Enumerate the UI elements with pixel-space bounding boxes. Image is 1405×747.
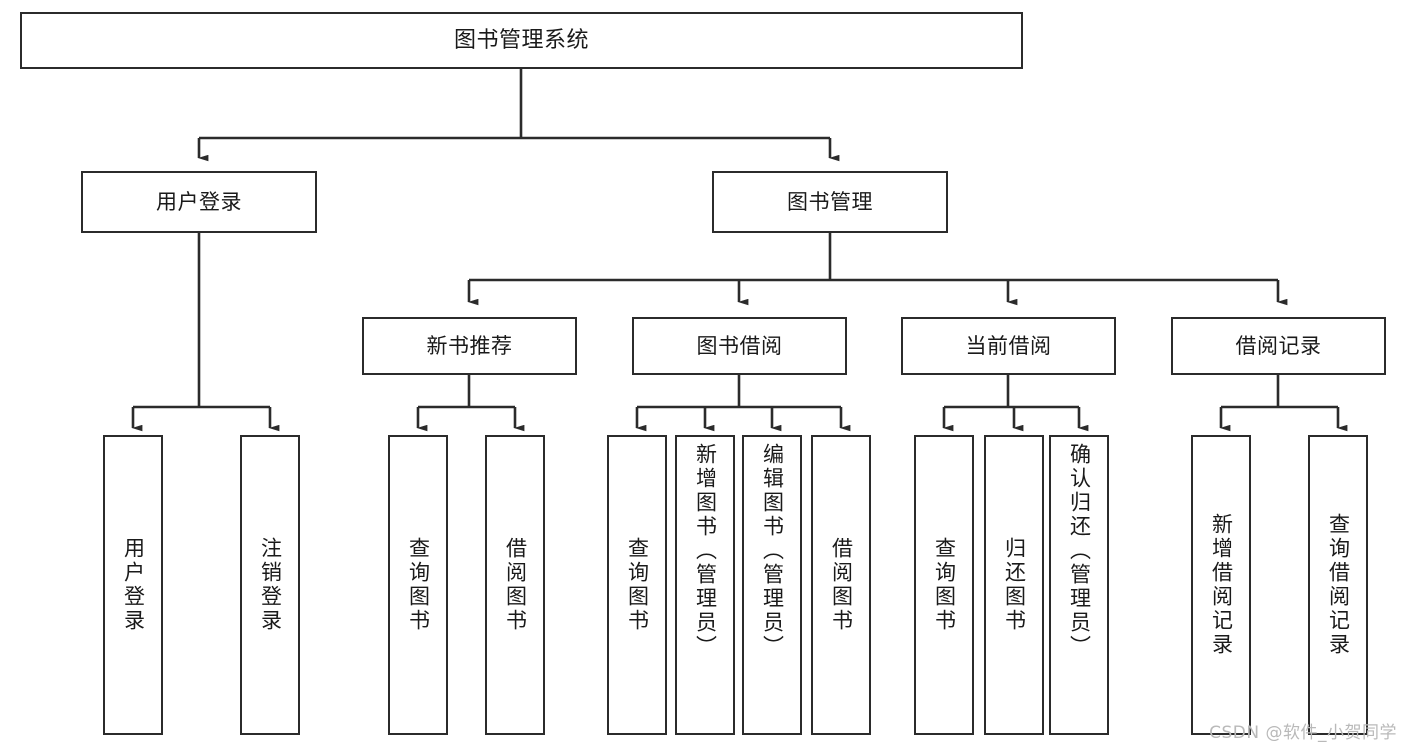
node-label: 新增借阅记录 [1209,513,1234,657]
node-borrow-record[interactable]: 借阅记录 [1171,317,1386,375]
leaf-return-book[interactable]: 归还图书 [984,435,1044,735]
leaf-query-book-current[interactable]: 查询图书 [914,435,974,735]
node-new-book-recommend[interactable]: 新书推荐 [362,317,577,375]
node-label: 借阅图书 [503,537,528,633]
node-label: 查询借阅记录 [1326,513,1351,657]
node-label: 编辑图书（管理员） [760,443,785,659]
node-label: 图书管理 [787,189,873,214]
node-label: 用户登录 [156,189,242,214]
node-book-management[interactable]: 图书管理 [712,171,948,233]
node-root-book-management-system[interactable]: 图书管理系统 [20,12,1023,69]
node-label: 归还图书 [1002,537,1027,633]
leaf-edit-book-admin[interactable]: 编辑图书（管理员） [742,435,802,735]
node-label: 确认归还（管理员） [1067,443,1092,659]
node-label: 借阅记录 [1235,333,1322,358]
leaf-query-book-borrow[interactable]: 查询图书 [607,435,667,735]
node-label: 查询图书 [406,537,431,633]
node-label: 新增图书（管理员） [693,443,718,659]
node-label: 图书管理系统 [453,27,589,53]
leaf-user-login[interactable]: 用户登录 [103,435,163,735]
node-label: 借阅图书 [829,537,854,633]
leaf-confirm-return-admin[interactable]: 确认归还（管理员） [1049,435,1109,735]
leaf-borrow-book-borrow[interactable]: 借阅图书 [811,435,871,735]
node-label: 图书借阅 [696,333,783,358]
node-label: 查询图书 [932,537,957,633]
leaf-add-borrow-record[interactable]: 新增借阅记录 [1191,435,1251,735]
leaf-query-borrow-record[interactable]: 查询借阅记录 [1308,435,1368,735]
leaf-add-book-admin[interactable]: 新增图书（管理员） [675,435,735,735]
node-current-borrow[interactable]: 当前借阅 [901,317,1116,375]
node-label: 新书推荐 [426,333,513,358]
node-label: 查询图书 [625,537,650,633]
leaf-borrow-book-recommend[interactable]: 借阅图书 [485,435,545,735]
leaf-logout-login[interactable]: 注销登录 [240,435,300,735]
node-user-login[interactable]: 用户登录 [81,171,317,233]
node-label: 用户登录 [121,537,146,633]
node-label: 注销登录 [258,537,283,633]
node-label: 当前借阅 [965,333,1052,358]
leaf-query-book-recommend[interactable]: 查询图书 [388,435,448,735]
node-book-borrow[interactable]: 图书借阅 [632,317,847,375]
watermark-text: CSDN @软件_小贺同学 [1209,723,1397,743]
